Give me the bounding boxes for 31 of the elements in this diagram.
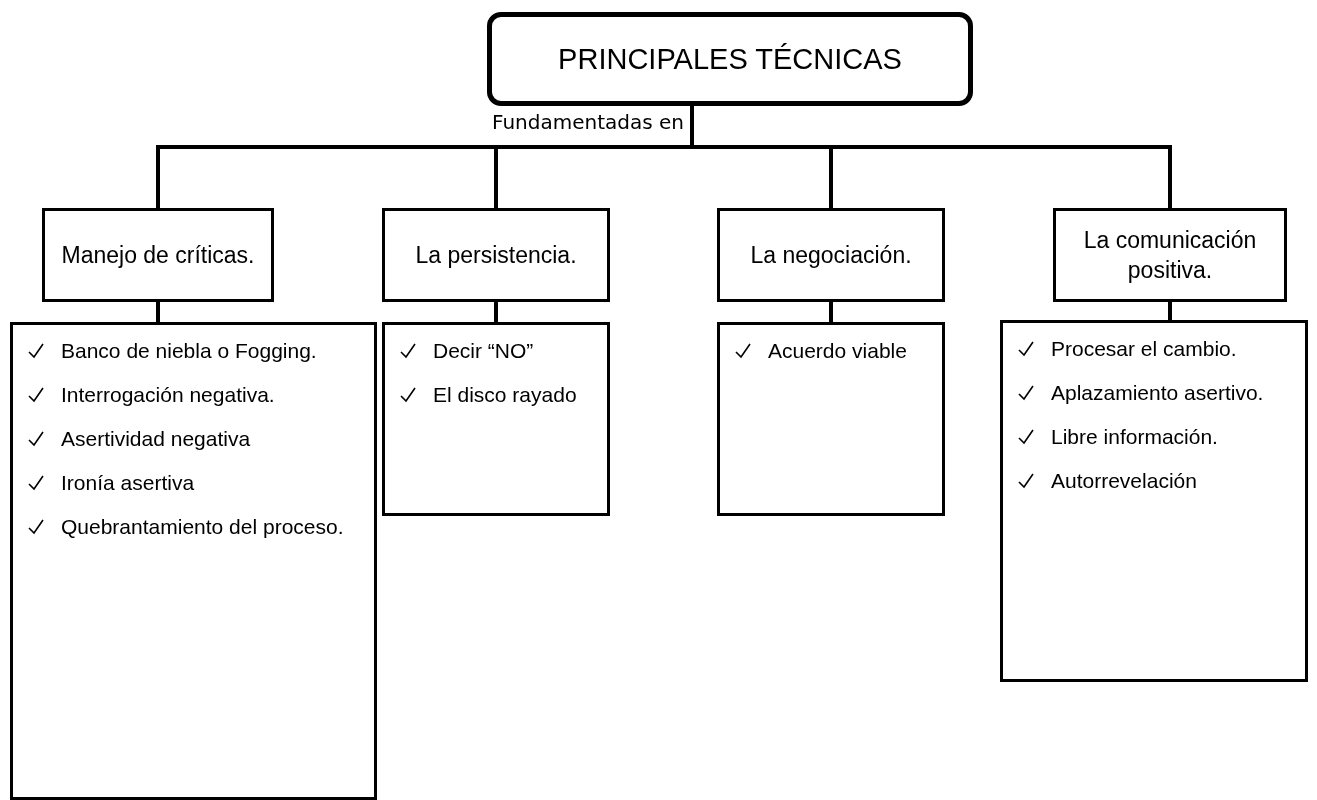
list-box — [717, 322, 945, 516]
category-box — [382, 208, 610, 302]
connector-line — [156, 302, 160, 322]
list-item-text: Autorrevelación — [1051, 469, 1197, 492]
node-label: Manejo de críticas. — [60, 241, 256, 270]
list-item-text: Asertividad negativa — [61, 427, 251, 450]
list-item-text: Ironía asertiva — [61, 471, 195, 494]
node-label: La negociación. — [749, 241, 913, 270]
list-item-text: El disco rayado — [433, 383, 577, 406]
node-label: PRINCIPALES TÉCNICAS — [557, 44, 903, 74]
connector-line — [829, 302, 833, 322]
list-box — [382, 322, 610, 516]
list-item-text: Decir “NO” — [433, 339, 534, 362]
category-box — [717, 208, 945, 302]
connector-line — [494, 302, 498, 322]
node-label: La persistencia. — [414, 241, 578, 270]
category-box — [42, 208, 274, 302]
list-box — [1000, 320, 1308, 682]
list-item-text: Quebrantamiento del proceso. — [61, 515, 344, 538]
list-item-text: Acuerdo viable — [768, 339, 907, 362]
node-label: La comunicación positiva. — [1082, 226, 1258, 285]
list-item-text: Libre información. — [1051, 425, 1218, 448]
list-box — [10, 322, 377, 800]
list-item-text: Banco de niebla o Fogging. — [61, 339, 317, 362]
connector-line — [1168, 302, 1172, 320]
connector-label: Fundamentadas en — [492, 110, 684, 134]
list-item-text: Interrogación negativa. — [61, 383, 275, 406]
category-box — [1053, 208, 1287, 302]
title-box — [487, 12, 973, 106]
list-item-text: Aplazamiento asertivo. — [1051, 381, 1264, 404]
list-item-text: Procesar el cambio. — [1051, 337, 1237, 360]
